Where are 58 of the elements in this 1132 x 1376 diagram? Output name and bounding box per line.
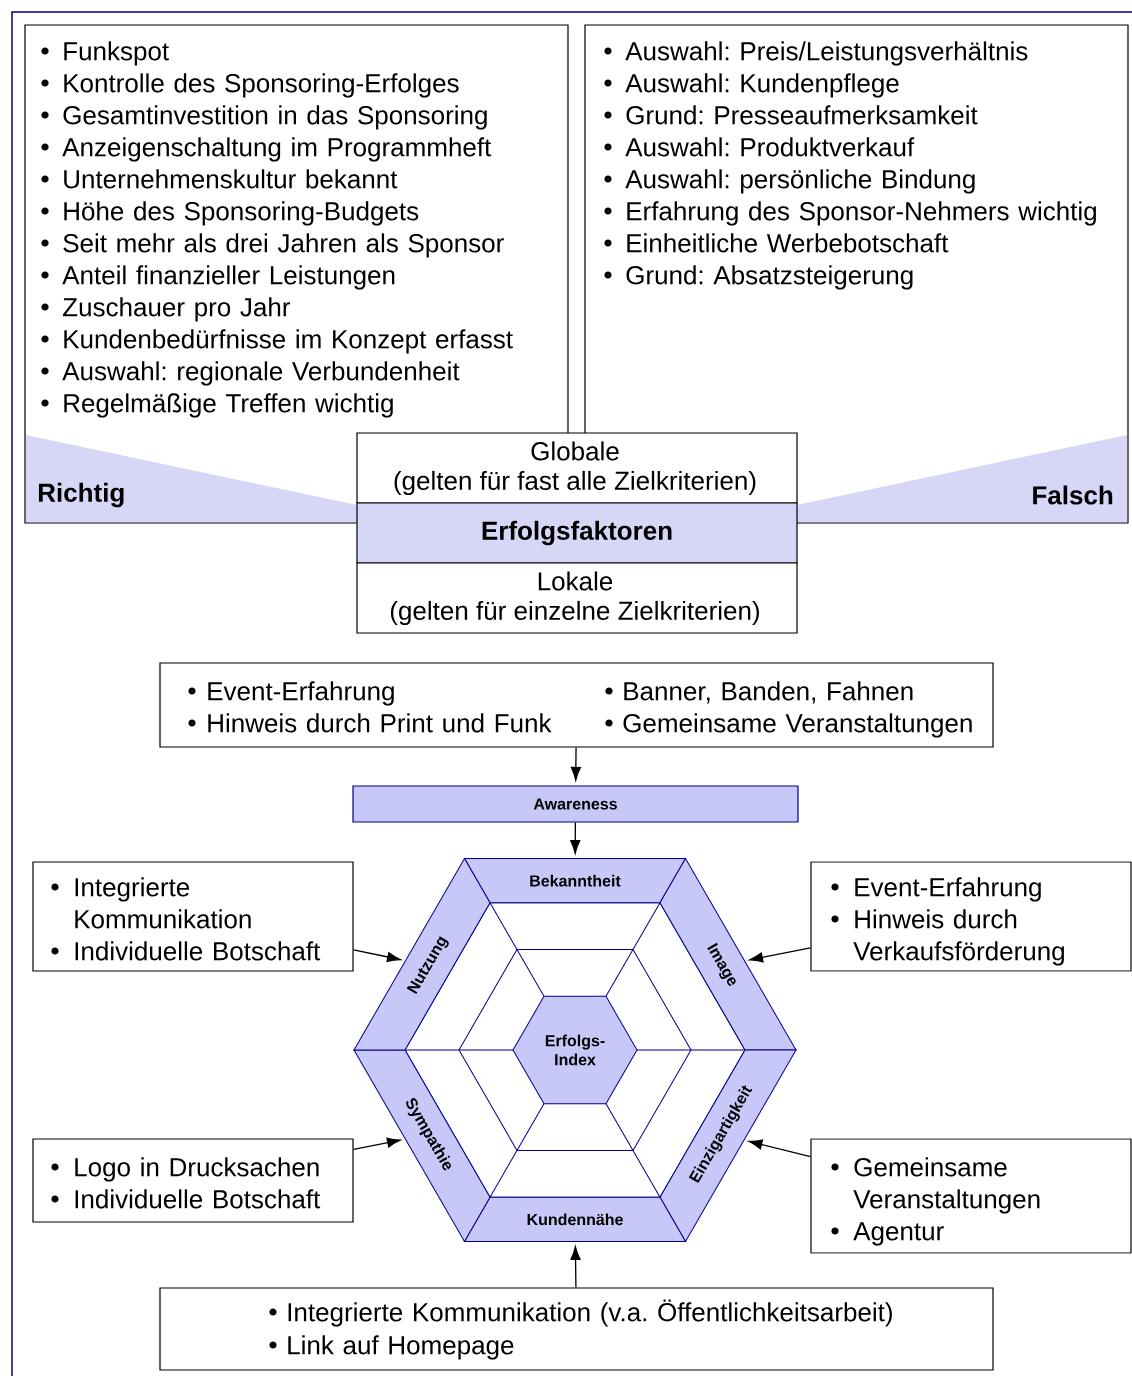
bullet-item: Unternehmenskultur bekannt: [41, 169, 398, 189]
arrow: [748, 1139, 812, 1158]
bullet-item: Logo in Drucksachen: [51, 1157, 319, 1182]
bullet-item: Individuelle Botschaft: [51, 1189, 321, 1209]
bullet-item: Erfahrung des Sponsor-Nehmers wichtig: [604, 201, 1096, 226]
box-text: Globale: [531, 441, 619, 461]
bullet-item: Regelmäßige Treffen wichtig: [41, 393, 393, 418]
box-text: (gelten für einzelne Zielkriterien): [390, 600, 759, 626]
text-box: [356, 432, 798, 504]
bullet-item: Hinweis durch Print und Funk: [188, 713, 552, 733]
bullet-item: Grund: Absatzsteigerung: [604, 265, 913, 290]
bullet-item: Integrierte Kommunikation (v.a. Öffentlichkeitsarbeit): [269, 1299, 892, 1327]
box-text: Lokale: [538, 571, 613, 591]
arrow: [570, 821, 581, 854]
center-hexagon: Erfolgs- Index: [512, 995, 638, 1105]
box-text: (gelten für fast alle Zielkriterien): [394, 470, 756, 496]
label-band: Awareness: [352, 785, 799, 823]
arrow: [749, 947, 812, 963]
list-box: [32, 1138, 354, 1223]
bullet-item: Kundenbedürfnisse im Konzept erfasst: [41, 329, 513, 354]
bullet-item: Auswahl: persönliche Bindung: [604, 169, 975, 194]
arrow: [352, 949, 401, 962]
bullet-item: Banner, Banden, Fahnen: [605, 681, 913, 704]
bullet-item: Grund: Presseaufmerksamkeit: [604, 105, 978, 125]
list-box: [159, 1287, 994, 1371]
bullet-item: Einheitliche Werbebotschaft: [604, 233, 949, 253]
text-box: [356, 562, 798, 634]
bullet-item: Gemeinsame Veranstaltungen: [605, 713, 972, 738]
arrow: [570, 1246, 581, 1289]
bullet-item: Auswahl: Kundenpflege: [604, 73, 899, 98]
bullet-item: Funkspot: [41, 41, 169, 66]
list-box: [32, 861, 354, 972]
box-heading: Falsch: [1033, 485, 1113, 505]
list-box: [810, 861, 1132, 972]
bullet-item: Höhe des Sponsoring-Budgets: [41, 201, 419, 226]
bullet-item: Gemeinsame Veranstaltungen: [831, 1157, 1040, 1214]
bullet-item: Integrierte Kommunikation: [51, 877, 251, 929]
bullet-item: Individuelle Botschaft: [51, 941, 321, 961]
bullet-item: Auswahl: Preis/Leistungsverhältnis: [604, 41, 1028, 66]
label-band: Erfolgsfaktoren: [356, 502, 798, 564]
bullet-item: Agentur: [831, 1222, 944, 1246]
bullet-item: Anteil finanzieller Leistungen: [41, 265, 395, 290]
bullet-item: Link auf Homepage: [269, 1335, 514, 1360]
bullet-item: Seit mehr als drei Jahren als Sponsor: [41, 233, 504, 258]
bullet-item: Auswahl: Produktverkauf: [604, 137, 915, 157]
bullet-item: Zuschauer pro Jahr: [41, 297, 291, 322]
list-box: [159, 662, 994, 748]
bullet-item: Event-Erfahrung: [188, 681, 394, 706]
bullet-item: Auswahl: regionale Verbundenheit: [41, 361, 460, 386]
bullet-item: Anzeigenschaltung im Programmheft: [41, 137, 492, 162]
list-box: [810, 1138, 1132, 1254]
bullet-item: Gesamtinvestition in das Sponsoring: [41, 105, 487, 130]
arrow: [352, 1137, 401, 1150]
bullet-item: Event-Erfahrung: [831, 877, 1041, 902]
bullet-item: Kontrolle des Sponsoring-Erfolges: [41, 73, 459, 98]
arrow: [570, 746, 581, 781]
box-heading: Richtig: [38, 482, 124, 508]
bullet-item: Hinweis durch Verkaufsförderung: [831, 909, 1064, 966]
